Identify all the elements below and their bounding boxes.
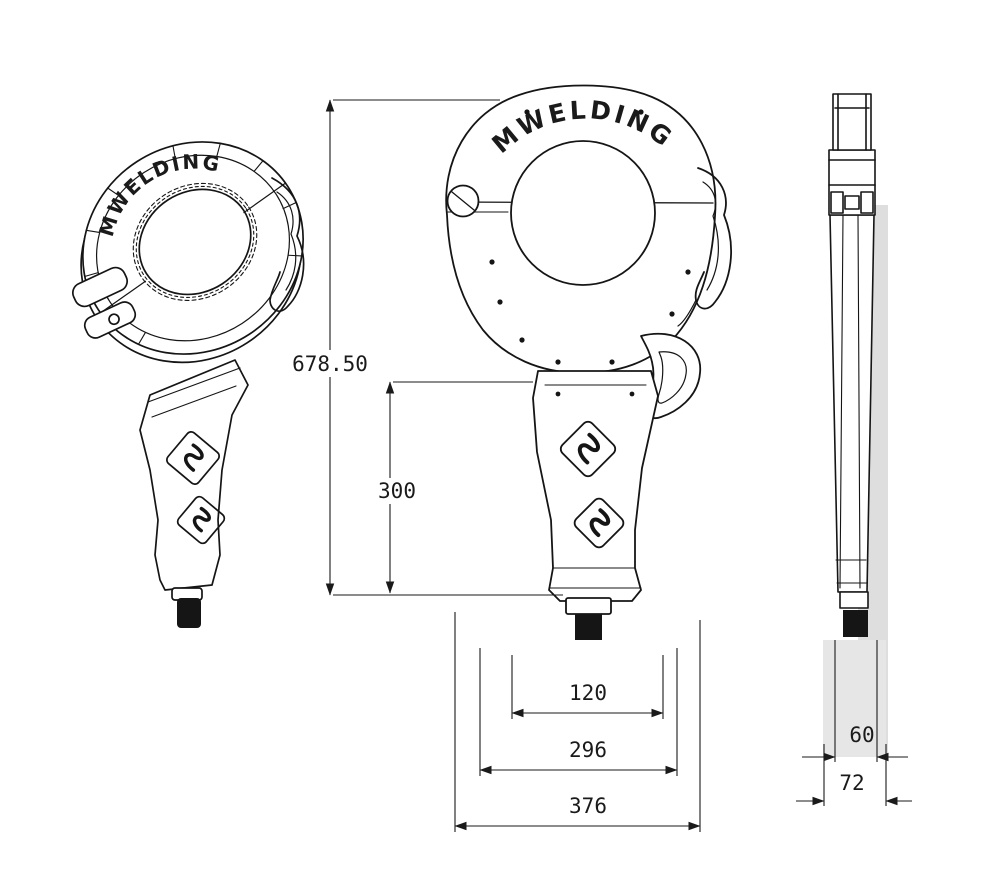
- dimension-label-backgrounds: [286, 350, 426, 504]
- front-connector: [565, 597, 612, 615]
- front-tip: [575, 614, 602, 640]
- dim-grip-height: 300: [378, 479, 416, 503]
- dim-connector-width: 120: [569, 681, 607, 705]
- front-handle: [532, 370, 659, 602]
- front-logo-lower: [573, 497, 625, 549]
- side-connector: [839, 591, 869, 609]
- front-bore: [510, 140, 656, 286]
- dim-side-overall-width: 72: [839, 771, 864, 795]
- dim-side-body-width: 60: [849, 723, 874, 747]
- iso-logo-lower: [176, 495, 226, 545]
- side-tip: [843, 610, 868, 637]
- front-logo-upper: [559, 420, 617, 478]
- iso-latch: [269, 177, 305, 312]
- side-body: [829, 214, 875, 593]
- dimension-labels: 678.50 300 120 296 376 60 72: [292, 352, 875, 818]
- iso-logo-upper: [166, 431, 220, 485]
- dim-overall-height: 678.50: [292, 352, 368, 376]
- side-top-column: [832, 93, 872, 151]
- side-shadow-bottom: [823, 640, 886, 757]
- dimension-lines: [325, 99, 912, 832]
- iso-hinge-upper: [71, 266, 129, 308]
- iso-hinge-lower: [83, 301, 137, 339]
- iso-tip: [177, 598, 201, 628]
- dim-overall-width: 376: [569, 794, 607, 818]
- side-view: [823, 93, 888, 757]
- front-view: MWELDING: [445, 84, 732, 640]
- iso-handle: [139, 359, 249, 591]
- front-latch: [677, 167, 732, 327]
- dim-body-width: 296: [569, 738, 607, 762]
